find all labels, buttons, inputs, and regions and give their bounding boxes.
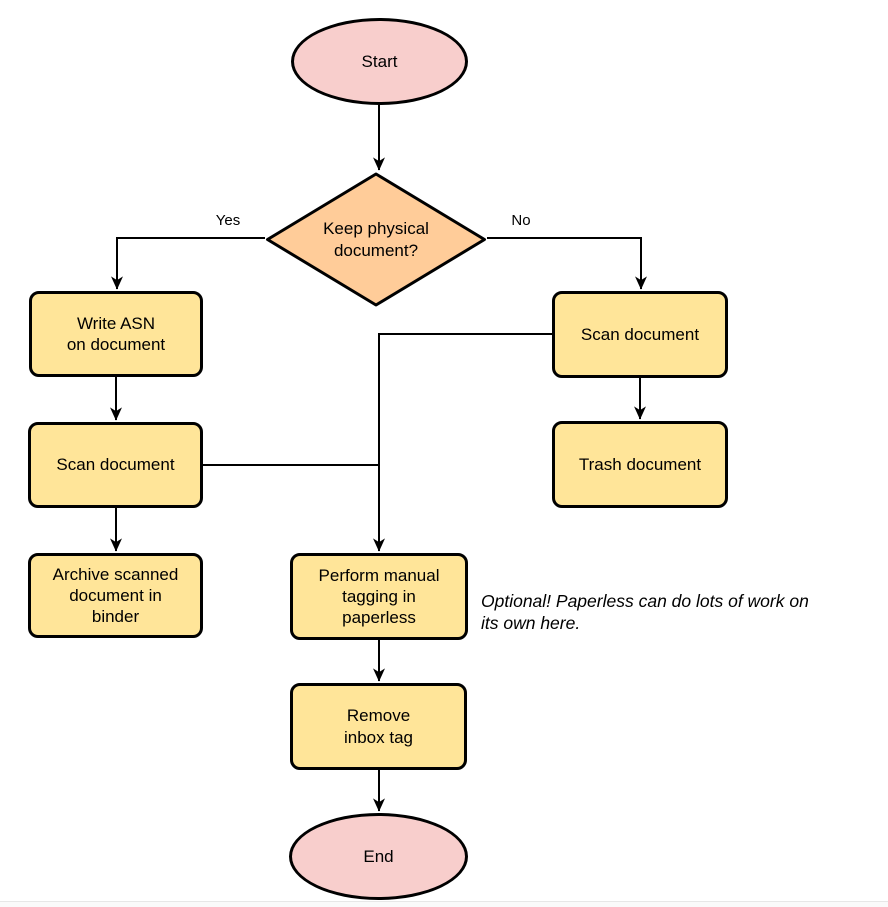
process-trash-document: Trash document (552, 421, 728, 508)
edge-decision-no (487, 237, 647, 290)
process-archive-scanned-document: Archive scanned document in binder (28, 553, 203, 638)
edge-label-yes: Yes (215, 212, 241, 229)
process-scan-document-right: Scan document (552, 291, 728, 378)
edge-scanright-tagging (373, 333, 552, 552)
start-node: Start (291, 18, 468, 105)
decision-label: Keep physical document? (323, 219, 429, 260)
end-node: End (289, 813, 468, 900)
process-scan-document-left: Scan document (28, 422, 203, 508)
edge-label-no: No (511, 212, 531, 229)
process-write-asn-on-document: Write ASN on document (29, 291, 203, 377)
diamond-shape (266, 172, 486, 307)
edge-decision-yes (111, 237, 265, 290)
decision-node-keep-physical-document: Keep physical document? (265, 172, 487, 307)
optional-annotation-text: Optional! Paperless can do lots of work … (481, 591, 809, 633)
process-perform-manual-tagging: Perform manual tagging in paperless (290, 553, 468, 640)
page-bottom-edge (0, 901, 888, 907)
process-remove-inbox-tag: Remove inbox tag (290, 683, 467, 770)
